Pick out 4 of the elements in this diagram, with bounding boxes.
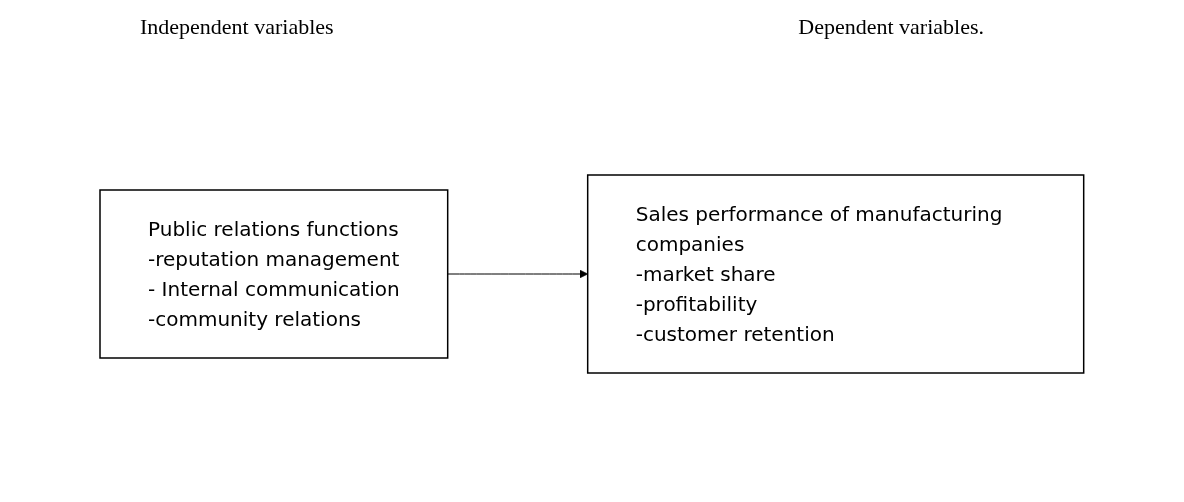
node-box: Public relations functions -reputation management - Internal communication -community relations	[99, 189, 449, 359]
node-box: Sales performance of manufacturing companies -market share -profitability -customer retention	[587, 174, 1085, 374]
column-heading: Independent variables	[140, 14, 334, 41]
column-heading: Dependent variables.	[798, 14, 984, 41]
